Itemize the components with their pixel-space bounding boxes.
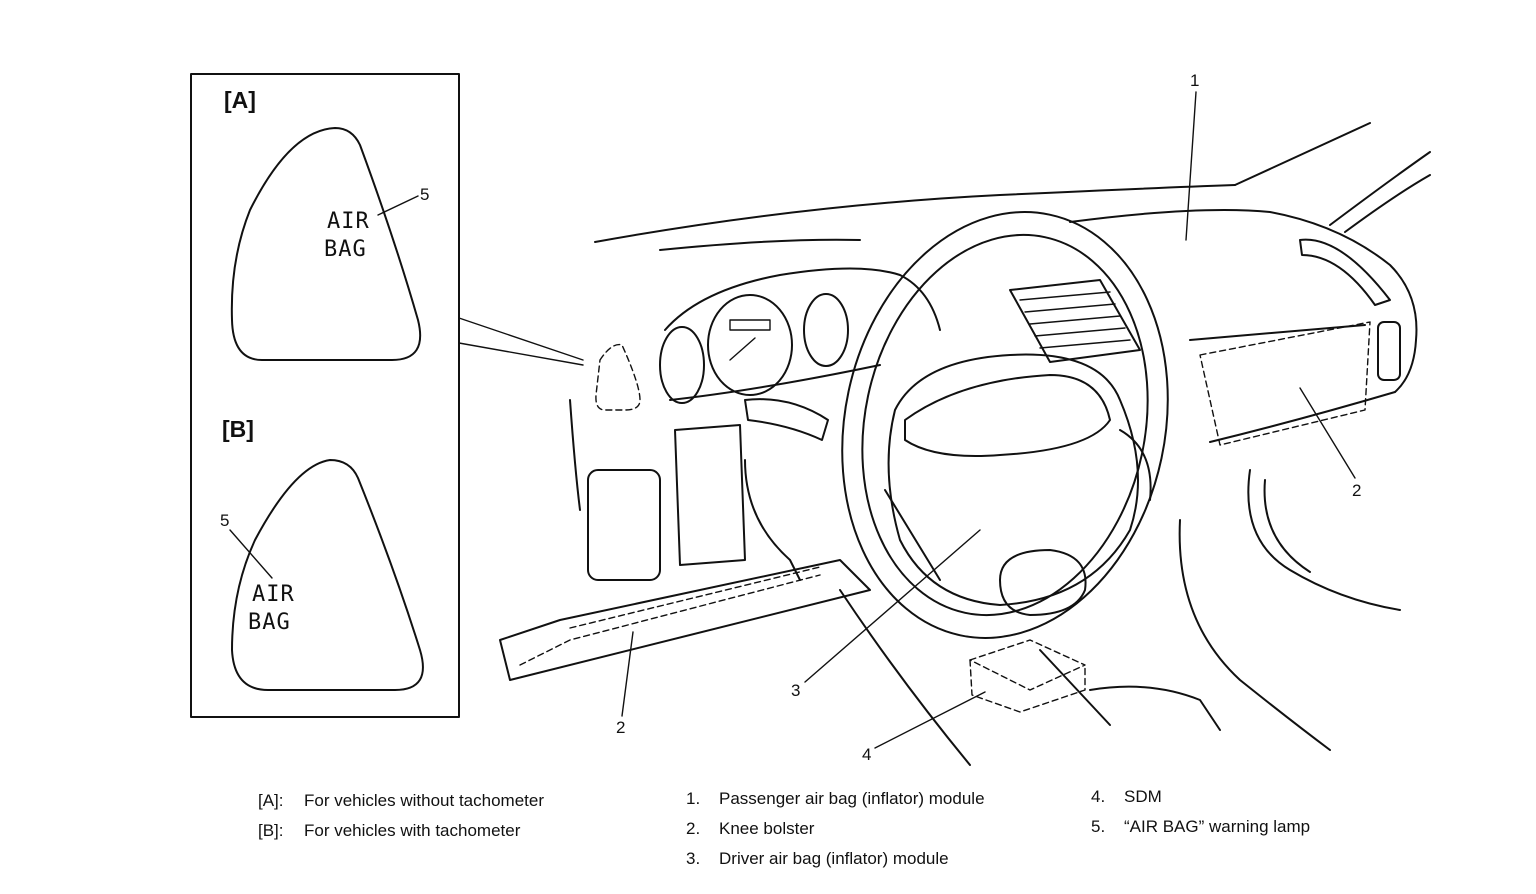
legend-column-parts-2: 4. SDM 5. “AIR BAG” warning lamp: [1091, 782, 1310, 842]
legend-key: [B]:: [258, 821, 284, 840]
dash-inner-line: [659, 238, 861, 251]
center-vent: [1009, 279, 1141, 363]
console-curve: [1178, 519, 1331, 751]
center-stack-panel: [674, 424, 746, 566]
right-defrost-vent: [1299, 238, 1391, 306]
legend-item-1: 1. Passenger air bag (inflator) module: [686, 784, 985, 814]
legend-column-parts-1: 1. Passenger air bag (inflator) module 2…: [686, 784, 985, 874]
wheel-spoke-right: [1119, 429, 1152, 501]
odometer-window: [729, 319, 771, 331]
legend-key: [A]:: [258, 791, 284, 810]
center-vent-slats: [1019, 291, 1131, 349]
callouts: 1 2 2 3 4: [616, 71, 1361, 764]
callout-5a: 5: [420, 185, 429, 204]
knee-bolster-outline: [499, 559, 871, 681]
callout-leader-3: [804, 529, 981, 683]
legend-key: 1.: [686, 789, 701, 808]
knee-bolster-line-1: [519, 574, 821, 666]
lamp-text-a-line2: BAG: [324, 237, 367, 262]
knee-bolster-line-2: [569, 566, 821, 629]
legend-text: “AIR BAG” warning lamp: [1124, 817, 1311, 836]
legend-text: Knee bolster: [719, 819, 815, 838]
windshield-pillar: [1234, 122, 1371, 186]
callout-2-right: 2: [1352, 481, 1361, 500]
legend-key: 2.: [686, 819, 701, 838]
legend-item-4: 4. SDM: [1091, 782, 1310, 812]
speedometer-gauge: [707, 294, 793, 396]
inset-tag-a: [A]: [224, 87, 256, 113]
callout-leader-2-right: [1299, 387, 1356, 479]
passenger-airbag-door: [1199, 321, 1371, 446]
callout-5b: 5: [220, 511, 229, 530]
legend-item-a: [A]: For vehicles without tachometer: [258, 786, 544, 816]
inset-frame: [190, 73, 460, 718]
lamp-outline-a: [230, 127, 422, 361]
passenger-panel-top: [1189, 324, 1366, 341]
wheel-spoke-left: [884, 489, 941, 581]
a-pillar-right-inner: [1344, 174, 1431, 233]
dash-airbag-lamp: [595, 343, 641, 411]
legend-item-5: 5. “AIR BAG” warning lamp: [1091, 812, 1310, 842]
speedometer-needle: [729, 337, 756, 361]
steering-hub: [887, 353, 1139, 606]
legend-column-variants: [A]: For vehicles without tachometer [B]…: [258, 786, 544, 846]
legend-text: Passenger air bag (inflator) module: [719, 789, 985, 808]
dash-top-edge: [594, 184, 1236, 243]
steering-wheel-rim-inner: [861, 233, 1149, 617]
callout-3: 3: [791, 681, 800, 700]
legend-item-3: 3. Driver air bag (inflator) module: [686, 844, 985, 874]
legend-key: 5.: [1091, 817, 1106, 836]
floor-line-right: [1039, 649, 1111, 726]
passenger-dash-outline: [1069, 208, 1418, 393]
driver-airbag-pad: [904, 374, 1111, 457]
callout-leader-5a: [377, 195, 419, 216]
sdm-sides: [969, 659, 1086, 713]
floor-tunnel: [1089, 685, 1221, 731]
legend-text: SDM: [1124, 787, 1162, 806]
lamp-outline-b: [231, 459, 424, 691]
legend-item-b: [B]: For vehicles with tachometer: [258, 816, 544, 846]
legend-text: Driver air bag (inflator) module: [719, 849, 949, 868]
door-curve-2: [1263, 479, 1311, 573]
steering-wheel-rim: [841, 211, 1169, 639]
door-curve-1: [1247, 469, 1401, 611]
left-side-vent: [587, 469, 661, 581]
dashboard-illustration: [499, 122, 1431, 766]
steering-column: [744, 459, 801, 581]
callout-leader-4: [874, 691, 986, 749]
glovebox-lower-edge: [1209, 391, 1396, 443]
gauge-left: [659, 326, 705, 404]
left-dash-edge: [569, 399, 581, 511]
right-side-vent: [1377, 321, 1401, 381]
inset-leader-top: [458, 317, 584, 361]
cluster-hood: [664, 267, 941, 331]
callout-1: 1: [1190, 71, 1199, 90]
callout-leader-2-left: [621, 631, 634, 717]
floor-line-left: [839, 589, 971, 766]
legend-key: 4.: [1091, 787, 1106, 806]
callout-2-left: 2: [616, 718, 625, 737]
legend-text: For vehicles with tachometer: [304, 821, 521, 840]
callout-leader-5b: [229, 529, 273, 579]
legend-text: For vehicles without tachometer: [304, 791, 544, 810]
lamp-text-b-line1: AIR: [252, 582, 295, 607]
inset-leader-bottom: [458, 342, 584, 366]
wiper-stalk: [744, 398, 829, 441]
hub-lower-pad: [999, 549, 1087, 616]
inset-panel: [A] AIR BAG 5 [B] AIR BAG 5: [190, 73, 584, 718]
lamp-text-a-line1: AIR: [327, 209, 370, 234]
callout-leader-1: [1185, 91, 1197, 241]
a-pillar-right: [1329, 151, 1431, 226]
callout-4: 4: [862, 745, 871, 764]
lamp-text-b-line2: BAG: [248, 610, 291, 635]
inset-tag-b: [B]: [222, 416, 254, 442]
legend-item-2: 2. Knee bolster: [686, 814, 985, 844]
gauge-right: [803, 293, 849, 367]
legend-key: 3.: [686, 849, 701, 868]
sdm-top: [969, 639, 1086, 691]
